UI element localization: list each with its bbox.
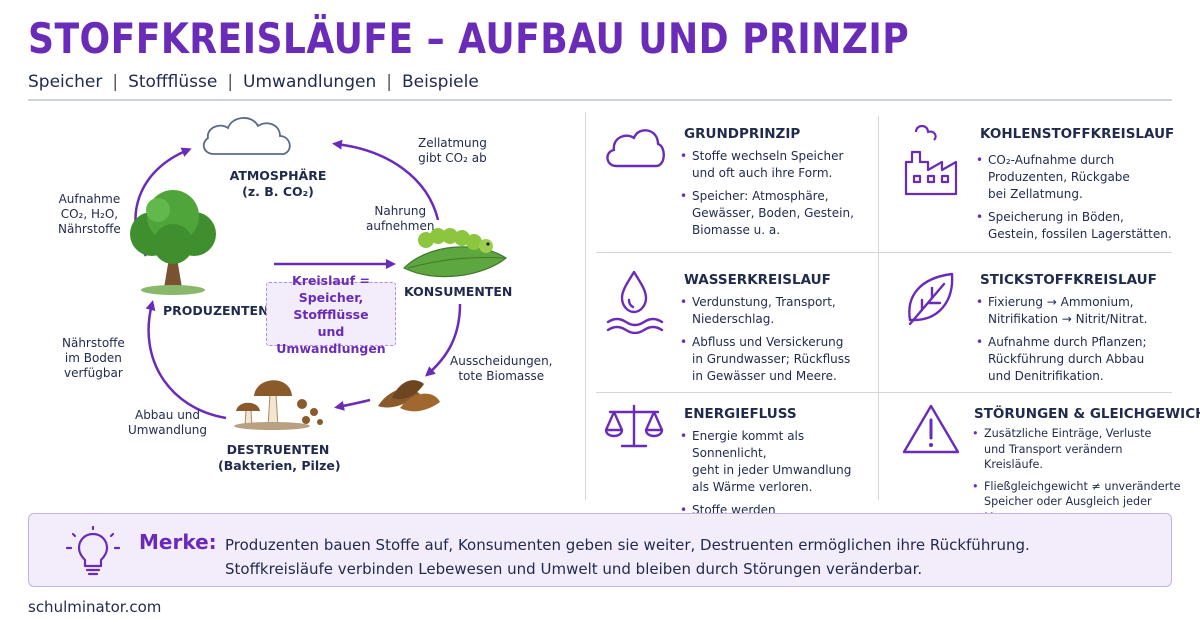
list-item: Verdunstung, Transport, Niederschlag. [680,294,870,328]
footer-source: schulminator.com [28,598,162,616]
caterpillar-icon [402,228,508,278]
subtitle-item: Umwandlungen [243,72,377,92]
cycle-diagram: ATMOSPHÄRE (z. B. CO₂) PRODUZENTEN KONSU… [28,108,568,500]
subtitle-separator: | [227,72,234,92]
respiration-label: Zellatmung gibt CO₂ ab [418,136,487,165]
column-divider [585,112,586,500]
leaf-icon [908,272,954,326]
list-item: Speicherung in Böden, Gestein, fossilen … [976,209,1176,243]
decomposers-label: DESTRUENTEN (Bakterien, Pilze) [218,442,341,473]
page-title: STOFFKREISLÄUFE – AUFBAU UND PRINZIP [28,14,910,63]
mushrooms-icon [234,380,323,430]
uptake-label: Aufnahme CO₂, H₂O, Nährstoffe [58,192,121,236]
arrow-respiration [332,139,440,221]
merke-text: Produzenten bauen Stoffe auf, Konsumente… [225,536,1030,578]
header-divider [28,99,1172,101]
atmosphere-label: ATMOSPHÄRE (z. B. CO₂) [229,168,327,199]
card-grid-divider [596,252,1172,253]
food-label: Nahrung aufnehmen [366,204,435,233]
list-item: CO₂-Aufnahme durch Produzenten, Rückgabe… [976,152,1176,203]
merke-box: Merke: Produzenten bauen Stoffe auf, Kon… [28,513,1172,587]
warning-icon [902,404,960,454]
subtitle-item: Stoffflüsse [128,72,218,92]
subtitle-item: Speicher [28,72,103,92]
card-grid-divider [878,116,879,500]
subtitle-item: Beispiele [401,72,479,92]
consumers-label: KONSUMENTEN [404,284,513,299]
subtitle-separator: | [386,72,392,92]
nutrients-label: Nährstoffe im Boden verfügbar [62,336,125,380]
list-item: Energie kommt als Sonnenlicht, geht in j… [680,428,880,496]
list-item: Zusätzliche Einträge, Verluste und Trans… [972,426,1182,473]
cloud-icon [606,129,665,168]
list-item: Abfluss und Versickerung in Grundwasser;… [680,334,870,385]
cycle-definition-box: Kreislauf = Speicher, Stoffflüsse und Um… [266,273,396,356]
cloud-icon [202,117,291,155]
cycle-graphics [130,117,508,430]
lightbulb-icon [65,526,121,576]
producers-label: PRODUZENTEN [163,303,269,318]
subtitle-separator: | [112,72,119,92]
list-item: Fixierung → Ammonium, Nitrifikation → Ni… [976,294,1176,328]
tree-icon [130,190,216,295]
excretion-label: Ausscheidungen, tote Biomasse [450,354,553,383]
arrow-nutrients [145,300,227,420]
arrow-excretion [425,303,462,377]
arrow-breakdown [334,398,371,411]
list-item: Fließgleichgewicht ≠ unveränderte Speich… [972,479,1182,526]
factory-icon [904,124,958,196]
list-item: Stoffe wechseln Speicher und oft auch ih… [680,148,870,182]
list-item: Aufnahme durch Pflanzen; Rückführung dur… [976,334,1176,385]
scale-icon [604,404,664,448]
water-drop-icon [606,270,664,334]
dry-leaves-icon [378,380,440,412]
subtitle: Speicher | Stoffflüsse | Umwandlungen | Beispi… [28,72,479,92]
card-grid-divider [596,392,1172,393]
merke-label: Merke: [139,530,217,554]
list-item: Speicher: Atmosphäre, Gewässer, Boden, G… [680,188,870,239]
breakdown-label: Abbau und Umwandlung [128,408,208,437]
